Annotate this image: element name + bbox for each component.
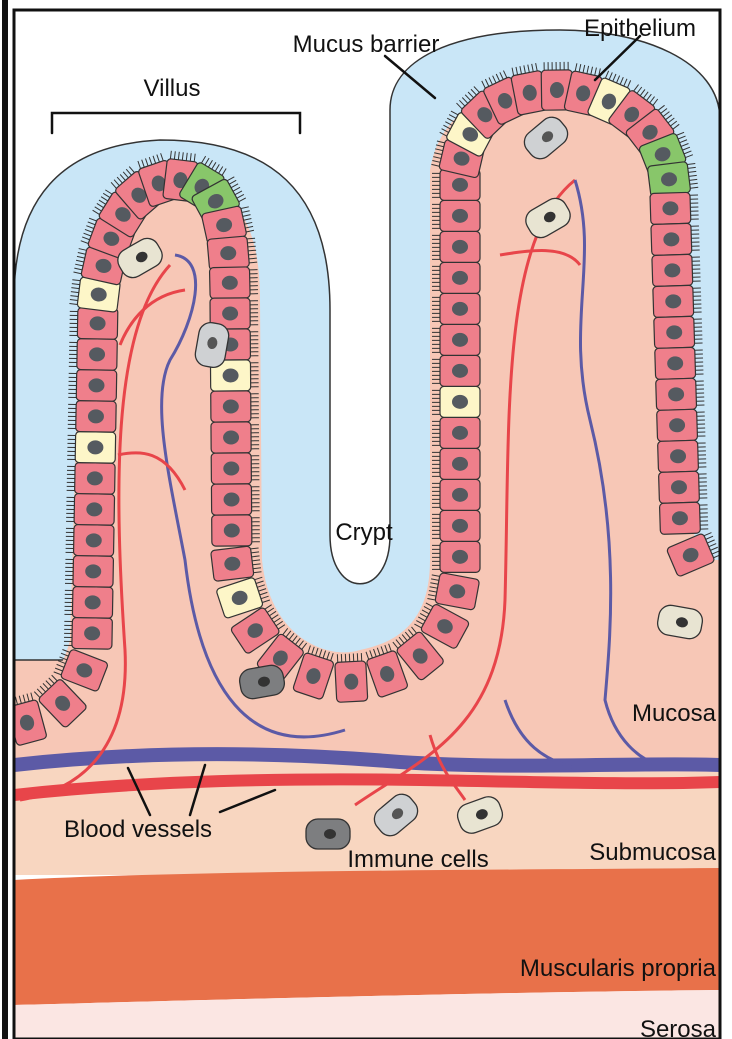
serosa-label: Serosa [640, 1016, 717, 1039]
blood-vessels-label: Blood vessels [64, 816, 212, 843]
left-border-bar [2, 0, 8, 1039]
muscularis-propria-layer [14, 868, 720, 1005]
mucus-barrier-label: Mucus barrier [293, 31, 440, 58]
immune-cell [306, 819, 350, 849]
muscularis-propria-label: Muscularis propria [520, 955, 717, 982]
mucosa-label: Mucosa [632, 700, 717, 727]
crypt-label: Crypt [335, 519, 393, 546]
epithelium-label: Epithelium [584, 15, 696, 42]
villus-label: Villus [144, 75, 201, 102]
immune-cells-label: Immune cells [347, 846, 488, 873]
submucosa-label: Submucosa [589, 839, 716, 866]
